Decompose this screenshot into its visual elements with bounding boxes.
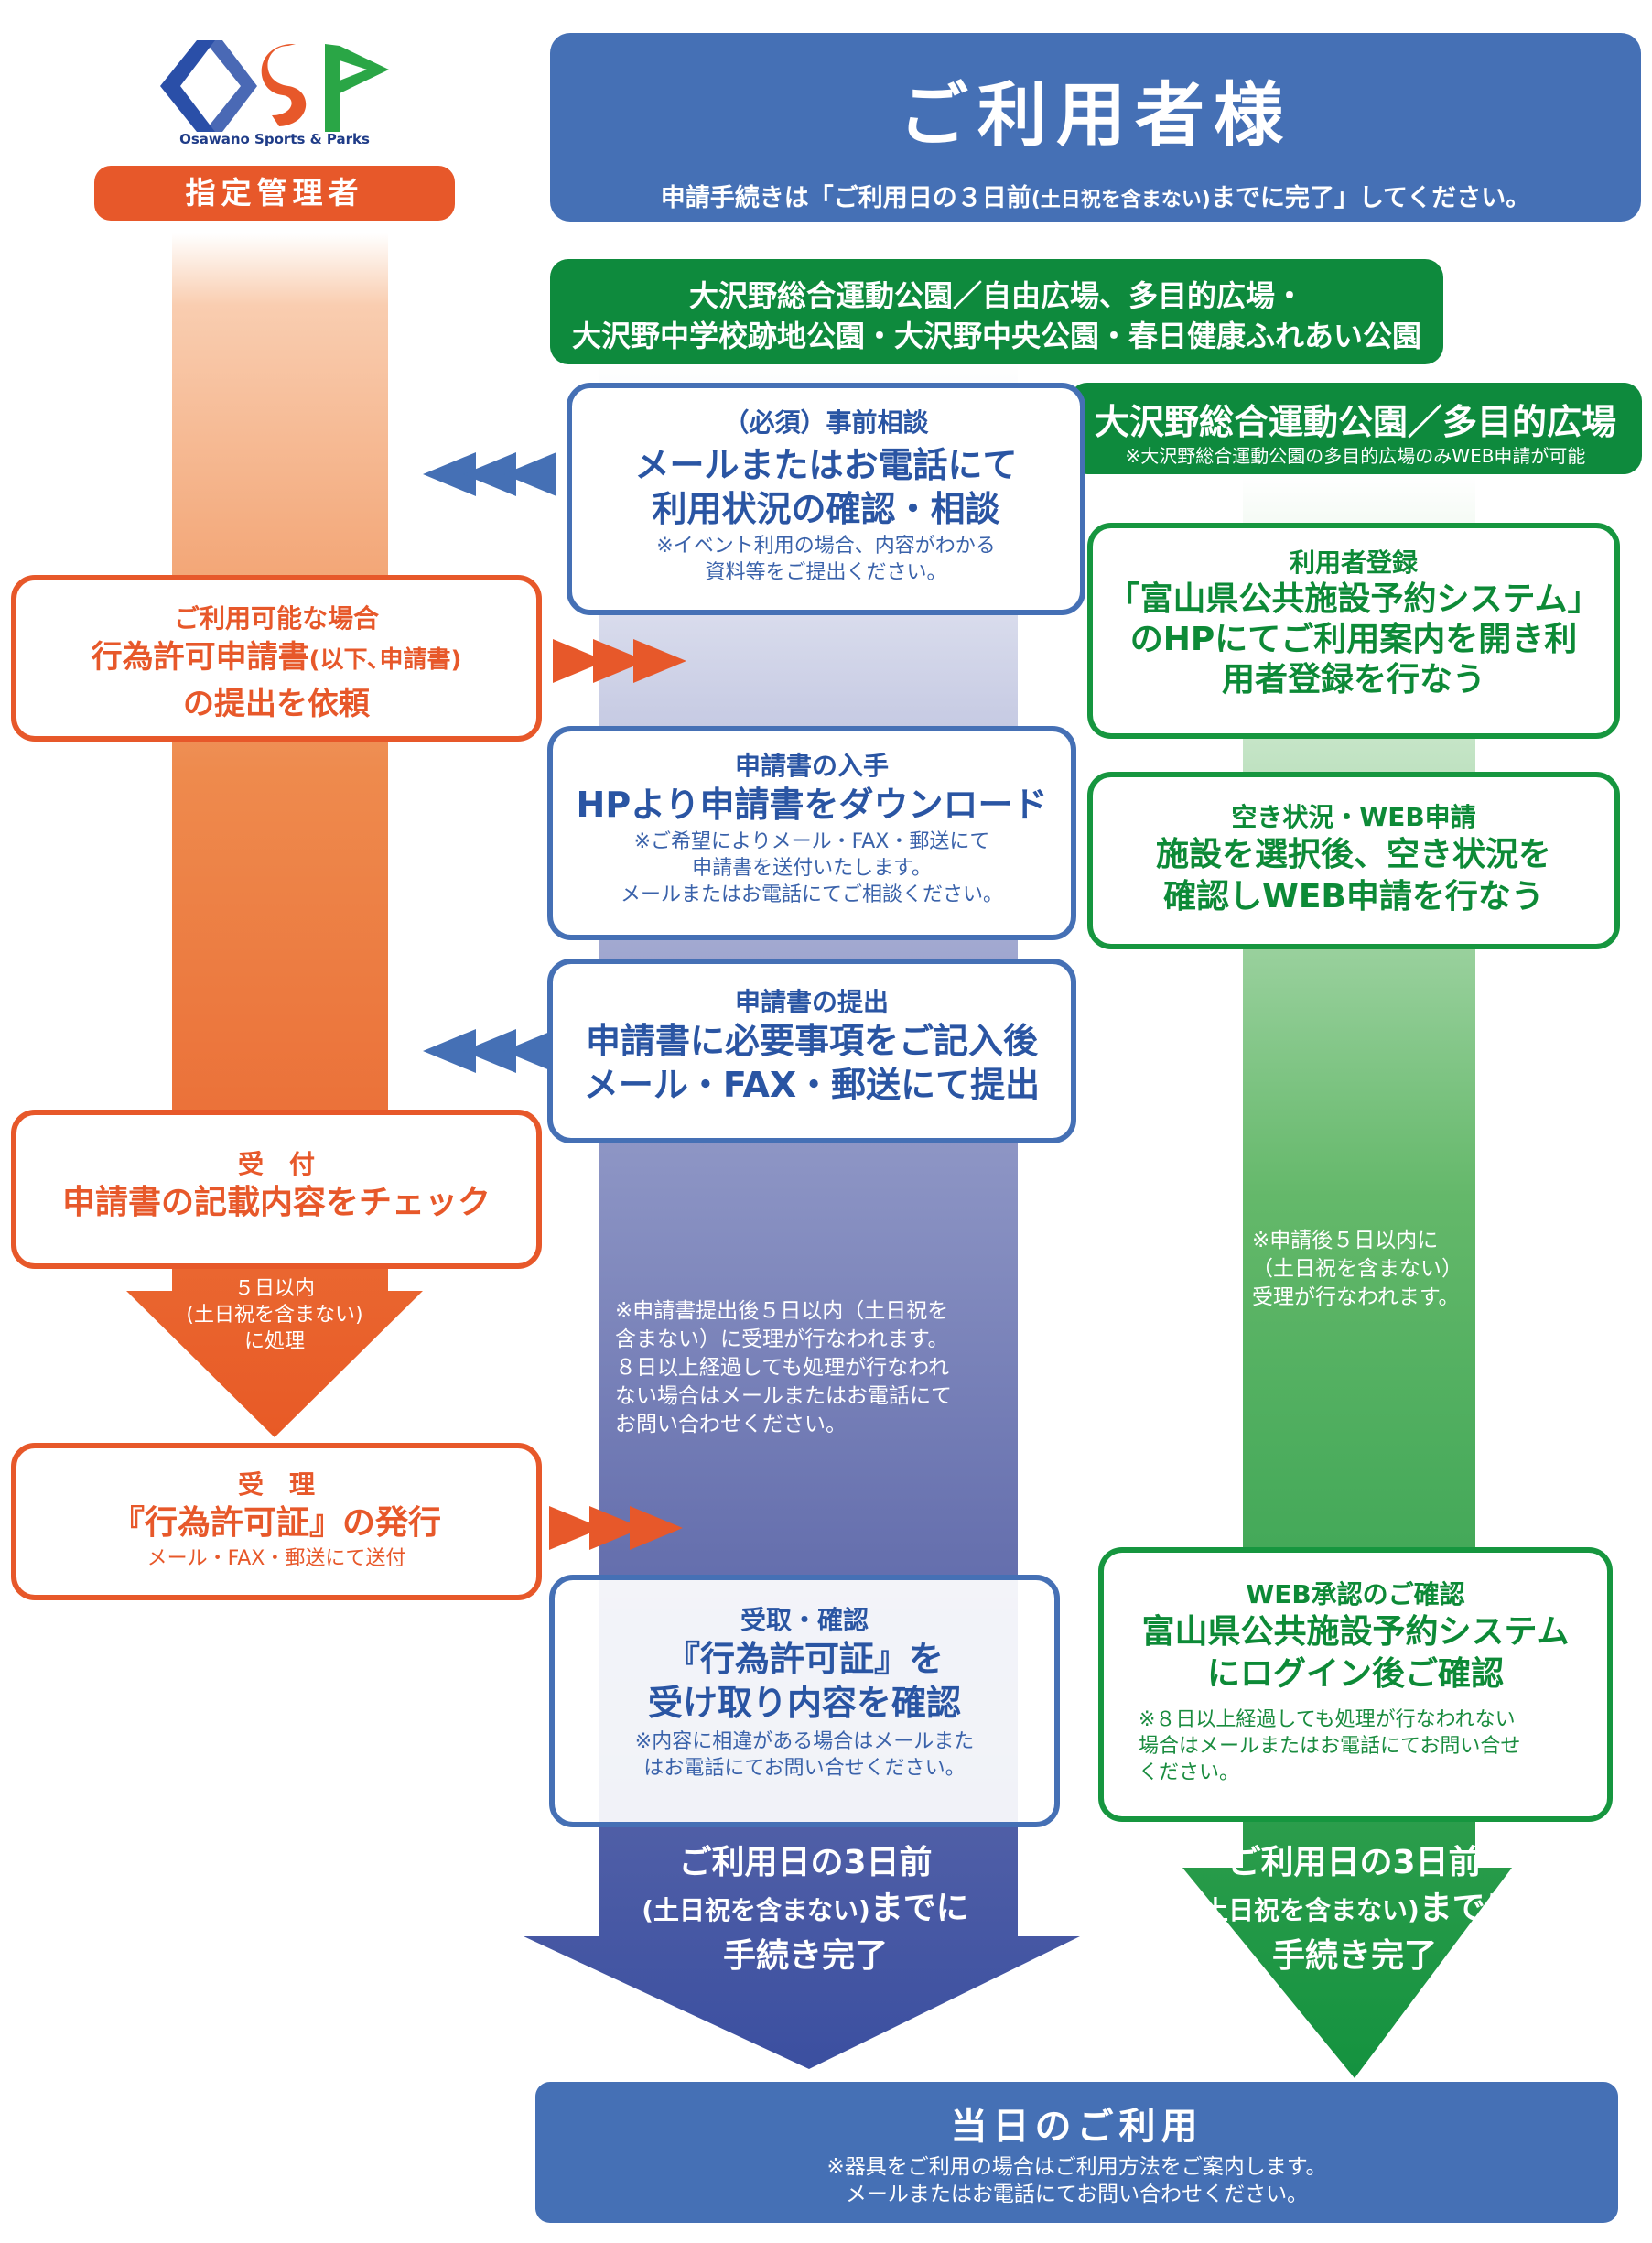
receive-line1: 『行為許可証』を	[664, 1639, 944, 1679]
step-issue: 受 理 『行為許可証』の発行 メール・FAX・郵送にて送付	[11, 1443, 542, 1600]
obtain-line1: HPより申請書をダウンロード	[576, 785, 1048, 825]
header-note: 申請手続きは「ご利用日の３日前(土日祝を含まない)までに完了」してください。	[660, 184, 1531, 212]
parks-line1: 大沢野総合運動公園／自由広場、多目的広場・	[688, 278, 1304, 313]
register-line1: 「富山県公共施設予約システム」	[1107, 580, 1601, 618]
footer-note: ※器具をご利用の場合はご利用方法をご案内します。 メールまたはお電話にてお問い合…	[826, 2155, 1327, 2206]
confirm-note1: ※８日以上経過しても処理が行なわれない	[1139, 1708, 1516, 1731]
confirm-note2: 場合はメールまたはお電話にてお問い合せ	[1139, 1735, 1521, 1758]
submit-heading: 申請書の提出	[734, 987, 889, 1017]
submit-line1: 申請書に必要事項をご記入後	[585, 1021, 1038, 1061]
right-arrow-1	[553, 639, 686, 683]
consult-line1: メールまたはお電話にて	[634, 445, 1018, 485]
web-header-title: 大沢野総合運動公園／多目的広場	[1094, 402, 1616, 442]
request-heading: ご利用可能な場合	[173, 603, 379, 634]
request-line2: の提出を依頼	[183, 686, 370, 722]
footer-title: 当日のご利用	[950, 2106, 1204, 2148]
apply-line1: 施設を選択後、空き状況を	[1155, 836, 1551, 873]
logo-caption: Osawano Sports & Parks	[179, 131, 370, 147]
confirm-line2: にログイン後ご確認	[1206, 1655, 1504, 1693]
parks-header: 大沢野総合運動公園／自由広場、多目的広場・ 大沢野中学校跡地公園・大沢野中央公園…	[550, 259, 1443, 364]
register-heading: 利用者登録	[1289, 547, 1418, 578]
processing-note: ※申請書提出後５日以内（土日祝を 含まない）に受理が行なわれます。 ８日以上経過…	[615, 1299, 952, 1436]
consult-heading: （必須）事前相談	[723, 407, 929, 438]
consult-line2: 利用状況の確認・相談	[652, 489, 1000, 529]
apply-heading: 空き状況・WEB申請	[1231, 802, 1476, 832]
receive-heading: 受取・確認	[740, 1605, 869, 1635]
step-register: 利用者登録 「富山県公共施設予約システム」 のHPにてご利用案内を開き利 用者登…	[1087, 523, 1620, 739]
web-after-note: ※申請後５日以内に （土日祝を含まない） 受理が行なわれます。	[1252, 1229, 1463, 1309]
osp-logo	[160, 40, 389, 132]
process-note: ５日以内 (土日祝を含まない) に処理	[186, 1277, 363, 1353]
receive-note2: はお電話にてお問い合せください。	[643, 1757, 966, 1780]
right-arrow-2	[549, 1506, 683, 1550]
step-web-apply: 空き状況・WEB申請 施設を選択後、空き状況を 確認しWEB申請を行なう	[1087, 772, 1620, 949]
obtain-heading: 申請書の入手	[734, 751, 889, 781]
left-arrow-2	[423, 1029, 556, 1073]
accept-heading: 受 付	[237, 1149, 315, 1179]
receive-note1: ※内容に相違がある場合はメールまた	[634, 1730, 975, 1753]
step-receive: 受取・確認 『行為許可証』を 受け取り内容を確認 ※内容に相違がある場合はメール…	[549, 1575, 1060, 1827]
parks-line2: 大沢野中学校跡地公園・大沢野中央公園・春日健康ふれあい公園	[571, 319, 1421, 353]
confirm-line1: 富山県公共施設予約システム	[1141, 1613, 1570, 1651]
step-consult: （必須）事前相談 メールまたはお電話にて 利用状況の確認・相談 ※イベント利用の…	[567, 383, 1085, 615]
web-header-note: ※大沢野総合運動公園の多目的広場のみWEB申請が可能	[1125, 445, 1586, 467]
obtain-note1: ※ご希望によりメール・FAX・郵送にて	[633, 830, 990, 853]
web-header: 大沢野総合運動公園／多目的広場 ※大沢野総合運動公園の多目的広場のみWEB申請が…	[1069, 383, 1642, 474]
register-line3: 用者登録を行なう	[1221, 661, 1485, 699]
consult-note2: 資料等をご提出ください。	[705, 561, 947, 584]
user-header: ご利用者様 申請手続きは「ご利用日の３日前(土日祝を含まない)までに完了」してく…	[550, 33, 1641, 222]
receive-line2: 受け取り内容を確認	[647, 1683, 961, 1723]
accept-line1: 申請書の記載内容をチェック	[61, 1184, 491, 1221]
step-submit: 申請書の提出 申請書に必要事項をご記入後 メール・FAX・郵送にて提出	[547, 959, 1076, 1143]
issue-note: メール・FAX・郵送にて送付	[146, 1547, 406, 1570]
consult-note1: ※イベント利用の場合、内容がわかる	[656, 535, 996, 558]
register-line2: のHPにてご利用案内を開き利	[1129, 621, 1578, 658]
step-web-confirm: WEB承認のご確認 富山県公共施設予約システム にログイン後ご確認 ※８日以上経…	[1098, 1547, 1613, 1822]
issue-heading: 受 理	[237, 1469, 315, 1500]
obtain-note2: 申請書を送付いたします。	[692, 857, 932, 880]
confirm-note3: ください。	[1139, 1761, 1240, 1784]
submit-line2: メール・FAX・郵送にて提出	[583, 1065, 1041, 1105]
step-accept: 受 付 申請書の記載内容をチェック	[11, 1110, 542, 1269]
apply-line2: 確認しWEB申請を行なう	[1163, 878, 1544, 916]
header-title: ご利用者様	[899, 74, 1292, 156]
confirm-heading: WEB承認のご確認	[1246, 1579, 1465, 1609]
step-request: ご利用可能な場合 行為許可申請書(以下､申請書) の提出を依頼	[11, 575, 542, 742]
blue-deadline: ご利用日の3日前 (土日祝を含まない)までに 手続き完了	[642, 1844, 969, 1975]
obtain-note3: メールまたはお電話にてご相談ください。	[620, 883, 1003, 906]
issue-line1: 『行為許可証』の発行	[111, 1504, 441, 1542]
day-of-use-banner: 当日のご利用 ※器具をご利用の場合はご利用方法をご案内します。 メールまたはお電…	[535, 2082, 1618, 2223]
request-line1: 行為許可申請書(以下､申請書)	[91, 639, 462, 676]
left-arrow-1	[423, 452, 556, 496]
step-obtain: 申請書の入手 HPより申請書をダウンロード ※ご希望によりメール・FAX・郵送に…	[547, 726, 1076, 940]
manager-label: 指定管理者	[94, 166, 455, 221]
green-deadline: ご利用日の3日前 (土日祝を含まない)までに 手続き完了	[1191, 1844, 1518, 1975]
